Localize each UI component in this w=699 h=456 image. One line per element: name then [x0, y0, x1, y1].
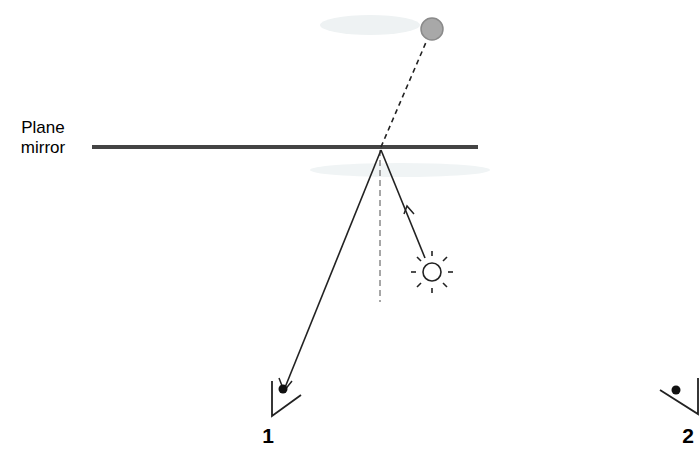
eye-symbol: [272, 381, 301, 416]
eye-number: 1: [258, 424, 278, 448]
reflected-ray: [284, 150, 381, 390]
normal-line: [379, 150, 380, 302]
eye-number: 2: [680, 424, 696, 448]
mirror-label: Plane mirror: [4, 118, 82, 157]
light-source: [411, 251, 453, 293]
plane-mirror: [92, 145, 478, 149]
incident-ray: [381, 150, 425, 258]
eye-symbol: [660, 378, 698, 414]
blur-patch: [310, 163, 490, 177]
blur-patch: [320, 15, 420, 35]
extended-ray: [381, 40, 427, 147]
virtual-image: [421, 18, 443, 40]
ray-arrowhead: [404, 206, 414, 214]
